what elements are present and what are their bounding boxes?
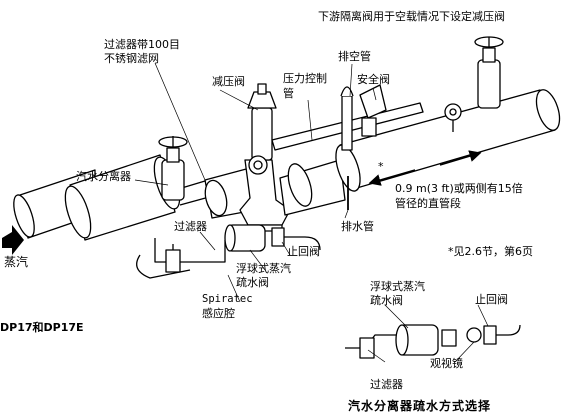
- reducer-joint: [335, 144, 361, 192]
- label-float-trap-1: 浮球式蒸汽: [236, 262, 291, 275]
- label-vent-pipe: 排空管: [338, 50, 371, 63]
- separator-drain-line: [154, 238, 226, 263]
- label-safety-valve: 安全阀: [357, 73, 390, 86]
- detail-drain-assembly: [345, 324, 521, 359]
- downstream-isolation-valve: [474, 36, 504, 109]
- label-downstream-valve: 下游隔离阀用于空载情况下设定减压阀: [318, 10, 505, 23]
- strainer-small: [165, 244, 181, 273]
- distance-arrow-left: [368, 169, 416, 186]
- label-detail-strainer: 过滤器: [370, 378, 403, 391]
- downstream-gauge: [444, 103, 462, 132]
- label-spiratec-2: 感应腔: [202, 307, 235, 320]
- safety-valve: [359, 84, 387, 137]
- check-valve: [271, 227, 321, 251]
- separator-end: [64, 185, 92, 239]
- label-distance-2: 管径的直管段: [395, 197, 461, 210]
- inlet-pipe-end: [13, 194, 35, 238]
- label-spiratec-1: Spiratec: [202, 293, 253, 305]
- label-separator: 汽水分离器: [76, 170, 131, 183]
- label-model: DP17和DP17E: [0, 321, 84, 334]
- label-strainer-mesh-2: 不锈钢滤网: [104, 52, 159, 65]
- distance-arrow-right: [439, 150, 482, 166]
- upstream-isolation-valve: [158, 136, 188, 201]
- label-float-trap-2: 疏水阀: [236, 276, 269, 289]
- label-drain-pipe: 排水管: [341, 220, 374, 233]
- float-trap: [224, 224, 266, 252]
- label-steam: 蒸汽: [4, 255, 29, 269]
- label-strainer-mesh-1: 过滤器带100目: [104, 38, 180, 51]
- steam-flow-arrow: [2, 225, 24, 255]
- label-detail-check: 止回阀: [475, 293, 508, 306]
- label-check-valve-main: 止回阀: [287, 245, 320, 258]
- label-detail-trap-2: 疏水阀: [370, 294, 403, 307]
- label-distance-1: 0.9 m(3 ft)或两侧有15倍: [395, 182, 523, 195]
- pressure-reducing-valve: [239, 83, 291, 232]
- diagram-caption: 汽水分离器疏水方式选择: [348, 399, 492, 413]
- label-prv: 减压阀: [212, 75, 245, 88]
- vent-pipe: [341, 95, 353, 151]
- label-distance-marker: *: [378, 160, 384, 173]
- label-strainer-left: 过滤器: [174, 220, 207, 233]
- label-sight-glass: 观视镜: [430, 357, 463, 370]
- label-pressure-control-1: 压力控制: [283, 72, 327, 85]
- label-note: *见2.6节，第6页: [448, 245, 533, 258]
- label-detail-trap-1: 浮球式蒸汽: [370, 280, 425, 293]
- label-pressure-control-2: 管: [283, 87, 294, 100]
